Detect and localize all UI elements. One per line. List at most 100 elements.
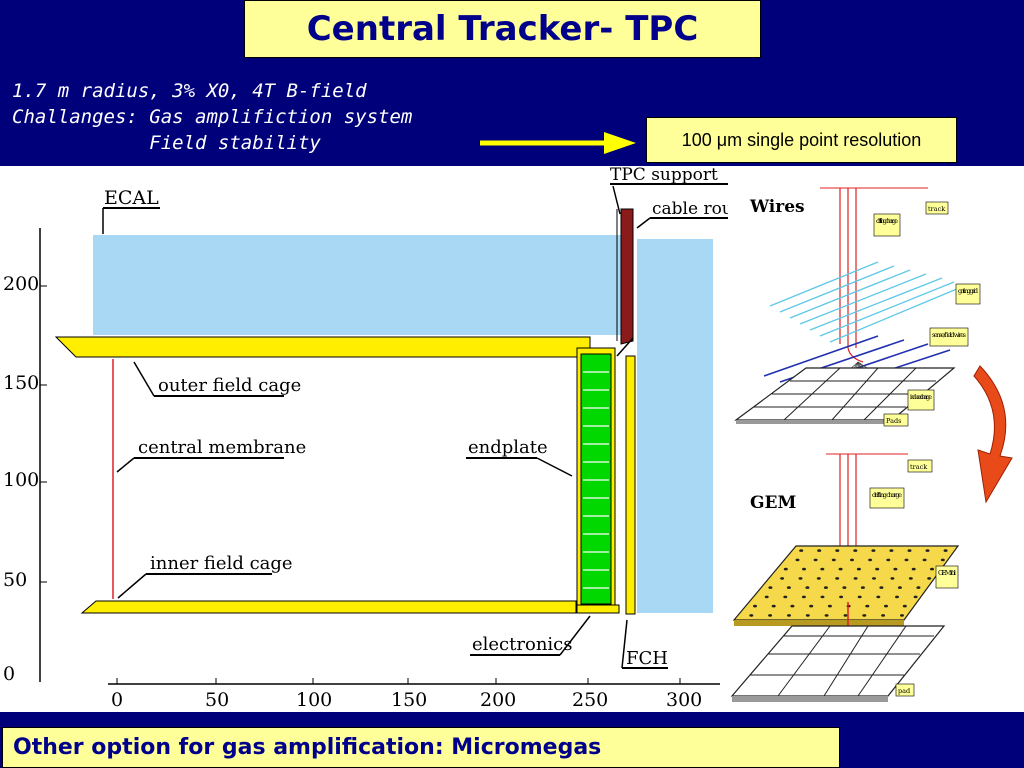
ecal-label: ECAL bbox=[104, 187, 159, 209]
gem-note-track bbox=[907, 459, 933, 473]
gem-hole bbox=[865, 604, 870, 608]
note-drifting-charge bbox=[873, 213, 901, 237]
gem-hole bbox=[908, 577, 913, 580]
gem-hole bbox=[853, 549, 858, 552]
y-tick-label: 100 bbox=[3, 469, 39, 491]
gem-hole bbox=[790, 604, 795, 608]
outer-field-cage-label: outer field cage bbox=[158, 375, 301, 396]
gem-hole bbox=[853, 577, 858, 580]
wires-pad-grid bbox=[754, 367, 936, 421]
gem-hole bbox=[943, 549, 948, 552]
electronics-leader bbox=[559, 615, 591, 656]
gem-hole bbox=[802, 567, 806, 571]
note-sense-field bbox=[929, 327, 969, 347]
cable-route-leader bbox=[636, 217, 651, 229]
gem-hole bbox=[868, 558, 873, 562]
gem-hole bbox=[831, 558, 836, 562]
endplate-leader bbox=[536, 457, 573, 477]
fch-leader bbox=[621, 619, 628, 669]
gem-hole bbox=[820, 595, 825, 599]
note-track-text: track bbox=[928, 205, 945, 213]
x-tick-label: 50 bbox=[205, 689, 229, 711]
y-tick-label: 0 bbox=[3, 663, 15, 685]
wires-pad-edge bbox=[736, 420, 892, 424]
gem-hole bbox=[764, 595, 769, 599]
fch-label: FCH bbox=[626, 648, 668, 669]
gem-hole bbox=[835, 549, 840, 552]
gem-hole bbox=[925, 549, 930, 552]
gem-pad-edge bbox=[732, 696, 888, 702]
note-gating-grid bbox=[955, 283, 981, 305]
gem-hole bbox=[816, 577, 821, 580]
gem-hole bbox=[783, 567, 788, 571]
gem-hole bbox=[835, 577, 840, 580]
gem-hole bbox=[780, 577, 785, 580]
gem-hole bbox=[927, 577, 932, 580]
gem-foil bbox=[732, 545, 960, 621]
rotate-arrow-icon bbox=[973, 365, 1013, 504]
title-box: Central Tracker- TPC bbox=[244, 0, 761, 58]
gem-hole bbox=[850, 558, 854, 562]
x-tick-label: 200 bbox=[480, 689, 516, 711]
gem-hole bbox=[827, 604, 832, 608]
note-sense-field-text: sense/field wires bbox=[932, 331, 966, 339]
gem-hole bbox=[801, 595, 806, 599]
gem-hole bbox=[881, 614, 886, 617]
gem-hole bbox=[872, 577, 876, 580]
note-pads bbox=[883, 413, 909, 427]
gem-hole bbox=[875, 567, 880, 571]
gem-hole bbox=[857, 595, 862, 599]
central-membrane-leader bbox=[116, 457, 135, 473]
gem-hole bbox=[799, 549, 804, 552]
gem-hole bbox=[824, 614, 829, 617]
gem-hole bbox=[897, 586, 902, 589]
endplate-label: endplate bbox=[468, 437, 548, 458]
outer-field-cage bbox=[54, 336, 591, 358]
gem-notes: track drifting charge GEM foil pad bbox=[869, 459, 959, 697]
right-arrow-icon bbox=[480, 132, 636, 154]
gem-hole bbox=[749, 614, 754, 617]
note-drifting-charge-text: drifting charge bbox=[876, 217, 898, 225]
wires-title: Wires bbox=[749, 197, 805, 217]
gem-hole bbox=[930, 567, 934, 571]
x-tick-label: 100 bbox=[296, 689, 332, 711]
gem-note-drifting-charge-text: drifting charge bbox=[872, 491, 902, 499]
wires-notes: track drifting charge gating grid sense/… bbox=[873, 201, 981, 427]
gem-hole bbox=[893, 567, 898, 571]
gem-hole bbox=[904, 558, 909, 562]
cable-route-label: cable rou bbox=[652, 199, 730, 219]
gem-hole bbox=[771, 604, 776, 608]
x-tick-label: 250 bbox=[572, 689, 608, 711]
gem-hole bbox=[913, 595, 918, 599]
gem-hole bbox=[856, 567, 861, 571]
gem-hole bbox=[817, 549, 822, 552]
gem-hole bbox=[860, 586, 865, 589]
x-tick-label: 0 bbox=[111, 689, 123, 711]
gem-note-foil-text: GEM foil bbox=[938, 569, 956, 577]
gem-hole bbox=[768, 586, 773, 589]
tpc-support bbox=[620, 208, 634, 345]
y-tick-label: 50 bbox=[3, 569, 27, 591]
gem-hole bbox=[879, 586, 884, 589]
gem-hole bbox=[895, 595, 899, 599]
ecal-region bbox=[93, 235, 623, 335]
footer-box: Other option for gas amplification: Micr… bbox=[2, 727, 840, 768]
gem-hole bbox=[838, 567, 843, 571]
readout-diagram: Wires bbox=[730, 187, 1013, 702]
gem-hole bbox=[900, 614, 904, 617]
central-membrane-label: central membrane bbox=[138, 437, 306, 458]
note-gating-grid-text: gating grid bbox=[958, 287, 978, 295]
gem-pad-grid bbox=[750, 625, 934, 697]
resolution-text: 100 μm single point resolution bbox=[681, 129, 922, 150]
inner-field-cage-leader bbox=[117, 573, 147, 599]
gem-hole bbox=[753, 604, 757, 608]
inner-field-cage bbox=[80, 600, 577, 614]
gem-hole bbox=[842, 586, 847, 589]
gem-hole bbox=[884, 604, 888, 608]
endplate bbox=[580, 353, 612, 605]
gem-hole bbox=[809, 604, 814, 608]
gem-title: GEM bbox=[750, 493, 796, 513]
gem-hole bbox=[890, 577, 895, 580]
spec-line-3: Field stability bbox=[12, 132, 321, 154]
gem-hole bbox=[911, 567, 916, 571]
